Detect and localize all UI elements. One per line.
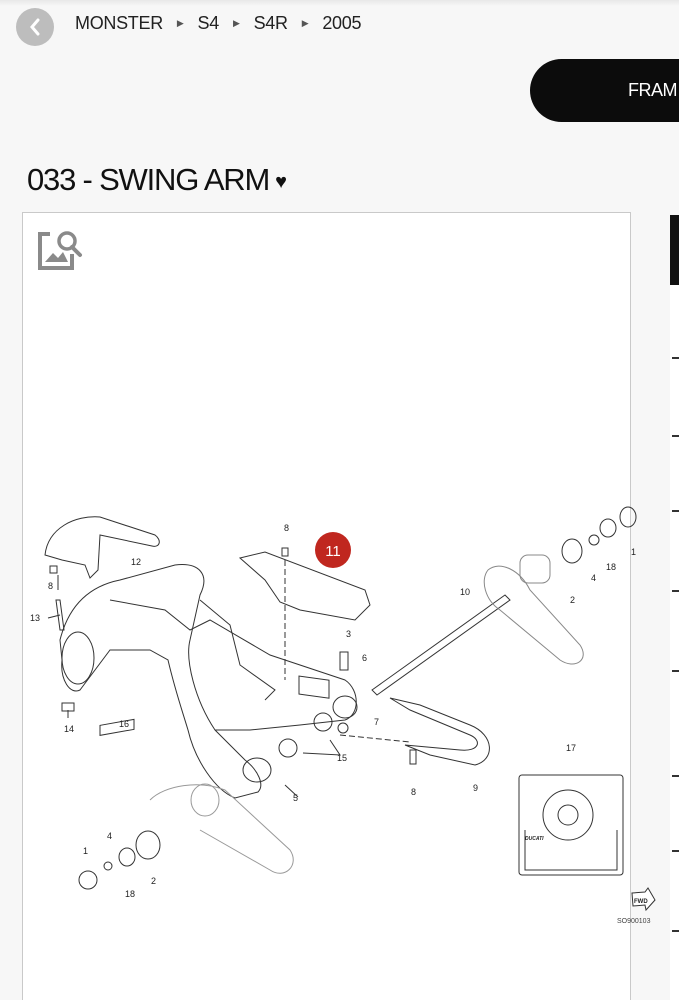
category-button[interactable]: FRAM bbox=[530, 59, 679, 122]
callout-label[interactable]: 18 bbox=[606, 562, 616, 572]
chain-cover-part bbox=[238, 551, 371, 621]
list-divider bbox=[672, 775, 679, 777]
top-shadow bbox=[0, 0, 679, 6]
callout-label[interactable]: 17 bbox=[566, 743, 576, 753]
side-panel-header bbox=[670, 215, 679, 285]
callout-label[interactable]: 2 bbox=[151, 876, 156, 886]
callout-label[interactable]: 2 bbox=[570, 595, 575, 605]
page-title[interactable]: 033 - SWING ARM ♥ bbox=[27, 162, 287, 198]
callout-label[interactable]: 8 bbox=[48, 581, 53, 591]
bolt-part bbox=[339, 651, 349, 671]
eccentric-hub-part bbox=[483, 565, 584, 665]
pin-part bbox=[619, 506, 637, 528]
callout-label[interactable]: 18 bbox=[125, 889, 135, 899]
breadcrumb-item[interactable]: MONSTER bbox=[75, 13, 163, 33]
list-divider bbox=[672, 590, 679, 592]
chain-link-part bbox=[99, 718, 135, 736]
svg-text:FWD: FWD bbox=[634, 899, 648, 905]
callout-label[interactable]: 3 bbox=[346, 629, 351, 639]
breadcrumb-item[interactable]: S4 bbox=[197, 13, 220, 33]
callout-label[interactable]: 1 bbox=[83, 846, 88, 856]
selected-callout-11[interactable]: 11 bbox=[315, 532, 351, 568]
callout-label[interactable]: 12 bbox=[131, 557, 141, 567]
callout-label[interactable]: 7 bbox=[374, 717, 379, 727]
breadcrumb-item[interactable]: S4R bbox=[253, 13, 288, 33]
list-divider bbox=[672, 357, 679, 359]
parts-diagram[interactable] bbox=[22, 212, 631, 1000]
list-divider bbox=[672, 435, 679, 437]
drawing-code: SO900103 bbox=[617, 918, 651, 925]
decal-part bbox=[298, 675, 330, 699]
callout-label[interactable]: 13 bbox=[30, 613, 40, 623]
callout-label[interactable]: 14 bbox=[64, 724, 74, 734]
callout-label[interactable]: 4 bbox=[591, 573, 596, 583]
page-title-text: 033 - SWING ARM bbox=[27, 162, 270, 197]
bushing-part bbox=[561, 538, 583, 564]
callout-label[interactable]: 9 bbox=[473, 783, 478, 793]
back-button[interactable] bbox=[16, 8, 54, 46]
list-divider bbox=[672, 510, 679, 512]
breadcrumb-item[interactable]: 2005 bbox=[322, 13, 362, 33]
image-zoom-icon[interactable] bbox=[36, 228, 84, 272]
callout-label[interactable]: 8 bbox=[284, 523, 289, 533]
callout-label[interactable]: 15 bbox=[337, 753, 347, 763]
list-divider bbox=[672, 670, 679, 672]
chevron-left-icon bbox=[30, 18, 40, 36]
callout-label[interactable]: 6 bbox=[362, 653, 367, 663]
ducati-logo: DUCATI bbox=[525, 836, 544, 842]
callout-label[interactable]: 16 bbox=[119, 719, 129, 729]
chevron-right-icon: ▶ bbox=[301, 18, 309, 28]
chain-slider-part bbox=[389, 697, 490, 766]
axle-part bbox=[371, 594, 511, 696]
plate-17-part bbox=[518, 774, 624, 876]
chevron-right-icon: ▶ bbox=[176, 18, 184, 28]
swing-arm-part bbox=[59, 564, 262, 799]
chevron-right-icon: ▶ bbox=[232, 18, 240, 28]
heart-dropdown-icon[interactable]: ♥ bbox=[275, 170, 287, 193]
list-divider bbox=[672, 930, 679, 932]
chain-guard-part bbox=[44, 516, 160, 579]
svg-text:11: 11 bbox=[325, 543, 341, 560]
callout-label[interactable]: 4 bbox=[107, 831, 112, 841]
breadcrumb: MONSTER ▶ S4 ▶ S4R ▶ 2005 bbox=[75, 13, 361, 34]
category-button-label: FRAM bbox=[628, 80, 678, 100]
callout-label[interactable]: 10 bbox=[460, 587, 470, 597]
callout-label[interactable]: 5 bbox=[293, 793, 298, 803]
list-divider bbox=[672, 850, 679, 852]
bushing-part bbox=[135, 830, 161, 860]
side-parts-list[interactable] bbox=[670, 285, 679, 1000]
callout-label[interactable]: 1 bbox=[631, 547, 636, 557]
forward-arrow-icon: FWD bbox=[631, 887, 656, 912]
callout-label[interactable]: 8 bbox=[411, 787, 416, 797]
